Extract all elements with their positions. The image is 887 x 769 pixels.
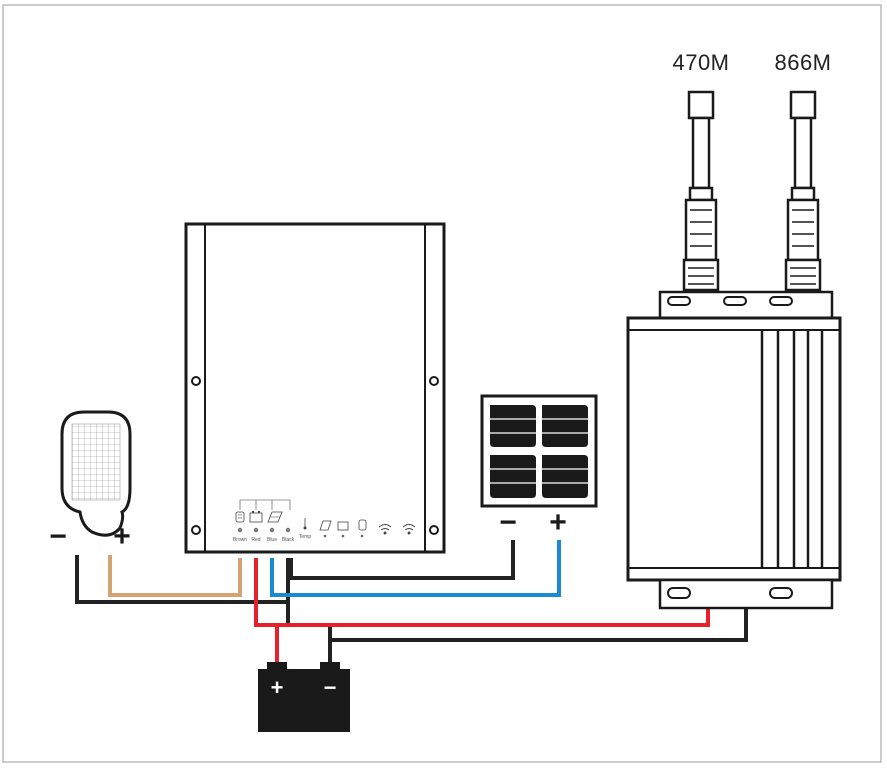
battery: + −: [258, 662, 350, 732]
controller: Brown Red Blue Black Temp: [184, 222, 446, 554]
lamp-icon: [235, 511, 245, 523]
antenna-label-470m: 470M: [672, 50, 729, 75]
lamp-status-icon: [358, 519, 367, 538]
solar-panel: [480, 394, 598, 508]
lamp-negative-sign: −: [49, 520, 67, 553]
port-label-brown: Brown: [233, 537, 247, 543]
battery-icon: [249, 511, 263, 523]
battery-status-icon: [337, 521, 349, 538]
screw-hole: [191, 376, 201, 386]
controller-body: [184, 222, 446, 554]
battery-body: [258, 669, 350, 731]
wireless-module: [626, 90, 842, 610]
port-label-black: Black: [282, 537, 295, 543]
port-label-red: Red: [251, 537, 260, 543]
antenna-470m: [682, 90, 720, 292]
thermometer-icon: [303, 518, 307, 530]
wire-lamp-positive: [108, 555, 242, 597]
lamp-positive-sign: +: [113, 520, 131, 553]
diagram-frame: [2, 4, 882, 763]
solar-negative-sign: −: [499, 506, 517, 539]
wire-battery-positive: [254, 558, 279, 662]
lamp-led-grid: [71, 423, 121, 501]
wire-solar-positive: [270, 540, 561, 597]
wire-solar-negative: [289, 540, 515, 580]
wireless-icon: [378, 524, 392, 535]
screw-hole: [429, 376, 439, 386]
battery-negative-sign: −: [324, 675, 337, 700]
solar-positive-sign: +: [549, 506, 567, 539]
port-label-temp: Temp: [299, 534, 311, 540]
wire-battery-negative: [286, 600, 332, 662]
lamp: [60, 410, 132, 537]
wire-lamp-negative: [75, 555, 290, 604]
wire-module-positive: [270, 582, 710, 627]
antenna-label-866m: 866M: [774, 50, 831, 75]
wireless-icon: [402, 524, 416, 535]
battery-positive-sign: +: [271, 675, 284, 700]
screw-hole: [429, 525, 439, 535]
port-label-blue: Blue: [267, 537, 277, 543]
module-body: [626, 316, 842, 582]
antenna-866m: [784, 90, 822, 292]
screw-hole: [191, 525, 201, 535]
solar-panel-icon: [267, 511, 283, 523]
solar-status-icon: [319, 520, 332, 538]
